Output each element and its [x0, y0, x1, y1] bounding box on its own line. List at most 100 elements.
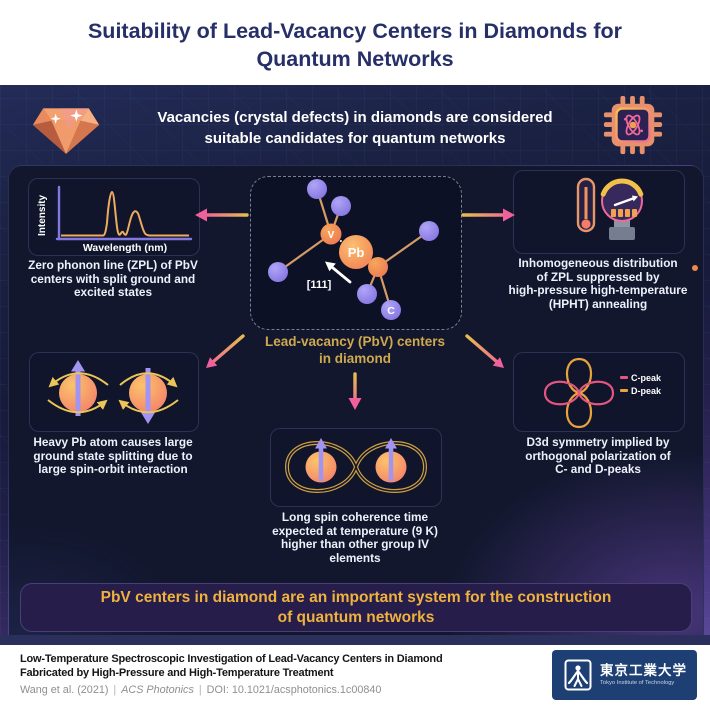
y-axis-label: Intensity [37, 194, 48, 236]
poster-bottom-strip [0, 635, 710, 645]
carbon-atom [331, 196, 351, 216]
citation-separator: | [113, 684, 117, 696]
symmetry-caption: D3d symmetry implied by orthogonal polar… [496, 435, 700, 477]
logo-japanese-name: 東京工業大学 [600, 663, 687, 678]
spin-up-arrow [315, 438, 397, 481]
caption-line: (HPHT) annealing [548, 296, 648, 311]
spectrum-chart: Intensity Wavelength (nm) [37, 185, 193, 254]
orbit-arrows [47, 372, 179, 414]
caption-line: excited states [73, 285, 153, 299]
tokyo-tech-logo: 東京工業大学 Tokyo Institute of Technology [552, 650, 697, 700]
lead-atom [339, 235, 373, 269]
paper-title-line: Fabricated by High-Pressure and High-Tem… [20, 667, 334, 679]
citation-doi: DOI: 10.1021/acsphotonics.1c00840 [206, 684, 382, 696]
spin-down-arrow [141, 368, 155, 424]
caption-line: in diamond [319, 351, 391, 366]
citation-separator: | [198, 684, 202, 696]
logo-english-name: Tokyo Institute of Technology [600, 680, 675, 686]
polar-legend: C-peak D-peak [620, 371, 661, 397]
symmetry-panel: C-peak D-peak [513, 352, 685, 432]
banner-text: Vacancies (crystal defects) in diamonds … [4, 107, 706, 149]
caption-line: Heavy Pb atom causes large [33, 435, 193, 449]
hpht-icons [576, 177, 644, 240]
page-title-line: Suitability of Lead-Vacancy Centers in D… [87, 18, 623, 43]
circuit-node-dot [692, 265, 698, 271]
caption-line: orthogonal polarization of [525, 448, 671, 463]
legend-item: C-peak [620, 371, 661, 384]
coherence-panel [270, 428, 442, 507]
thermometer-icon [576, 177, 596, 233]
caption-line: higher than other group IV [280, 537, 430, 551]
center-caption: Lead-vacancy (PbV) centers in diamond [230, 333, 480, 367]
spin-orbit-caption: Heavy Pb atom causes large ground state … [10, 435, 216, 477]
caption-line: high-pressure high-temperature [508, 283, 688, 297]
caption-line: expected at temperature (9 K) [272, 523, 438, 538]
caption-line: elements [329, 550, 381, 565]
conclusion-line: of quantum networks [277, 608, 435, 626]
caption-line: ground state splitting due to [33, 448, 193, 463]
x-axis-label: Wavelength (nm) [83, 242, 167, 254]
banner-line: Vacancies (crystal defects) in diamonds … [157, 109, 553, 126]
molecule-diagram: V Pb C [111] [268, 179, 439, 320]
polar-plot-graphic [543, 357, 615, 429]
flow-arrows [195, 208, 515, 410]
zpl-spectrum-panel: Intensity Wavelength (nm) [28, 178, 200, 256]
legend-label: D-peak [631, 385, 662, 396]
conclusion-line: PbV centers in diamond are an important … [100, 588, 612, 606]
crystal-axis-label: [111] [307, 279, 332, 291]
title-area: Suitability of Lead-Vacancy Centers in D… [0, 0, 710, 87]
d-peak-swatch [620, 389, 628, 392]
banner-line: suitable candidates for quantum networks [204, 130, 506, 147]
citation-journal: ACS Photonics [121, 684, 194, 696]
vacancy-label: V [328, 230, 335, 241]
citation: Wang et al. (2021) | ACS Photonics | DOI: 10… [20, 684, 381, 696]
carbon-labeled-atom [381, 300, 401, 320]
caption-line: large spin-orbit interaction [38, 462, 188, 476]
zpl-caption: Zero phonon line (ZPL) of PbV centers wi… [10, 258, 216, 300]
swallow-mark-icon [564, 659, 592, 691]
c-peak-lobes [543, 380, 615, 406]
paper-title-line: Low-Temperature Spectroscopic Investigat… [20, 653, 443, 665]
arrow-to-zpl [195, 208, 249, 222]
infinity-spins-graphic [284, 438, 428, 493]
banner: Vacancies (crystal defects) in diamonds … [4, 89, 706, 163]
arrow-to-coherence [348, 372, 362, 410]
carbon-atom [357, 284, 377, 304]
arrow-to-symmetry [465, 334, 504, 368]
quantum-chip-icon [602, 93, 664, 162]
spin-orbit-panel [29, 352, 199, 432]
carbon-atom [268, 262, 288, 282]
caption-line: D3d symmetry implied by [526, 435, 670, 449]
carbon-atom [307, 179, 327, 199]
poster-body: Vacancies (crystal defects) in diamonds … [0, 85, 710, 653]
page-title-line: Quantum Networks [256, 46, 454, 71]
footer: Low-Temperature Spectroscopic Investigat… [0, 645, 710, 710]
legend-label: C-peak [631, 372, 662, 383]
conclusion-bar: PbV centers in diamond are an important … [20, 583, 692, 632]
legend-item: D-peak [620, 384, 661, 397]
caption-line: Lead-vacancy (PbV) centers [264, 334, 446, 349]
carbon-atom [419, 221, 439, 241]
arrow-to-hpht [461, 208, 515, 222]
caption-line: Zero phonon line (ZPL) of PbV [28, 258, 198, 272]
arrow-to-spin-orbit [206, 334, 245, 368]
citation-authors: Wang et al. (2021) [20, 684, 109, 696]
caption-line: of ZPL suppressed by [536, 269, 660, 284]
lead-label: Pb [348, 245, 365, 260]
caption-line: Inhomogeneous distribution [518, 256, 678, 270]
caption-line: centers with split ground and [30, 271, 196, 286]
hpht-panel [513, 170, 685, 254]
caption-line: Long spin coherence time [281, 510, 429, 524]
vacancy-atom [320, 223, 342, 245]
pbv-center-panel: V Pb C [111] [250, 176, 462, 330]
coherence-caption: Long spin coherence time expected at tem… [250, 510, 460, 565]
pressure-gauge-icon [600, 178, 644, 240]
crystal-axis-arrow [325, 261, 352, 284]
logo-text: 東京工業大学 Tokyo Institute of Technology [600, 663, 687, 687]
spin-up-arrow [71, 360, 85, 416]
c-peak-swatch [620, 376, 628, 379]
hpht-caption: Inhomogeneous distribution of ZPL suppre… [496, 256, 700, 311]
diamond-gem-icon [28, 98, 104, 163]
caption-line: C- and D-peaks [555, 462, 641, 476]
